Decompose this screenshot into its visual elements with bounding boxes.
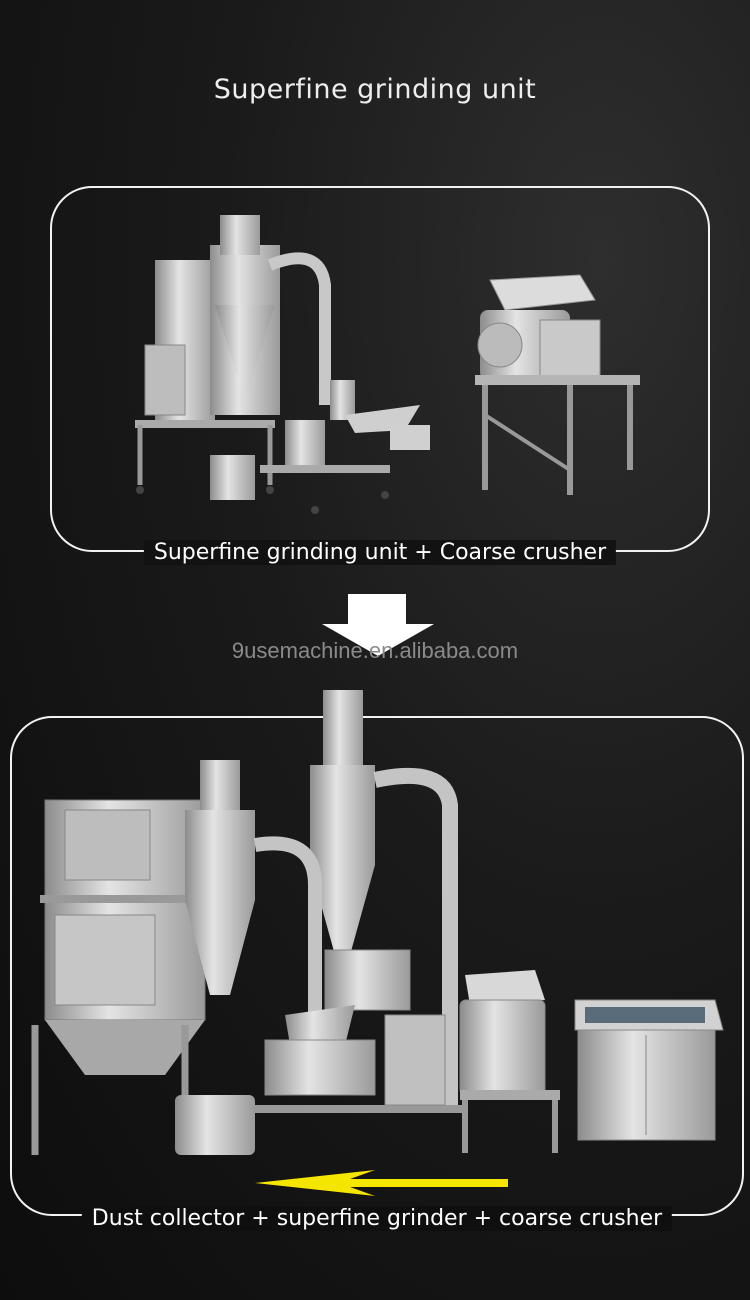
bottom-panel: Dust collector + superfine grinder + coa…	[10, 716, 744, 1231]
watermark: 9usemachine.en.alibaba.com	[231, 638, 519, 663]
top-panel-caption: Superfine grinding unit + Coarse crusher	[143, 540, 617, 565]
down-arrow-icon	[322, 594, 434, 656]
top-panel: Superfine grinding unit + Coarse crusher	[50, 186, 710, 565]
bottom-panel-caption: Dust collector + superfine grinder + coa…	[81, 1206, 673, 1231]
flow-direction-arrow-icon	[255, 1170, 508, 1196]
page-title: Superfine grinding unit	[213, 74, 537, 105]
full-production-line-image	[31, 690, 724, 1155]
superfine-grinding-unit-image	[135, 215, 430, 514]
coarse-crusher-image	[475, 274, 640, 495]
